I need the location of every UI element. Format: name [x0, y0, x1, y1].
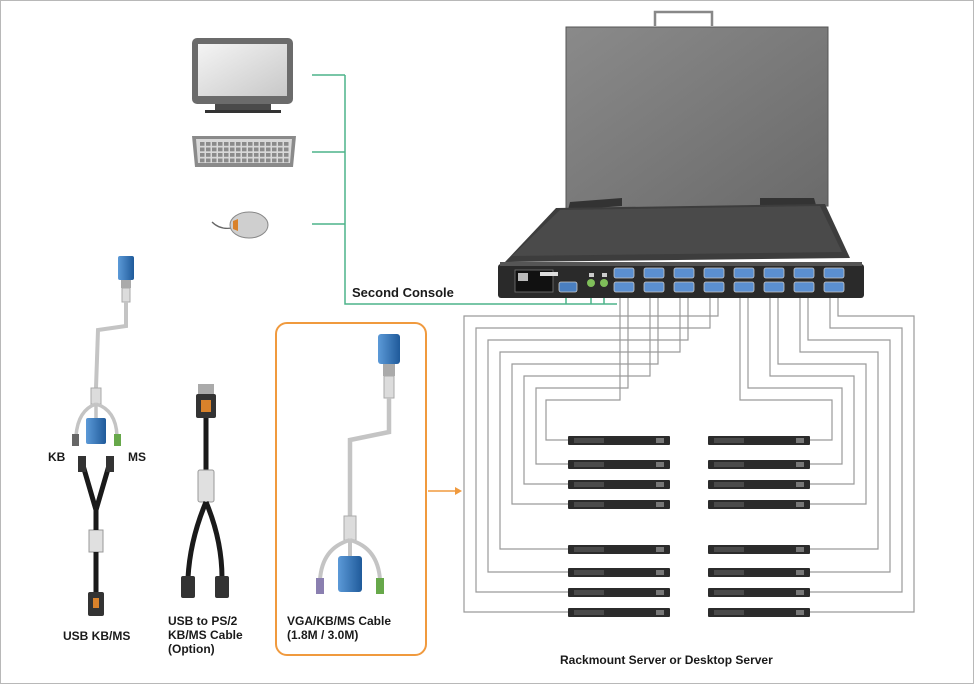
vga-port-icon	[823, 281, 845, 293]
vga-port-icon	[613, 281, 635, 293]
kb-label: KB	[48, 450, 66, 464]
server-icon	[568, 608, 670, 617]
vga-port-icon	[793, 267, 815, 279]
server-cable	[799, 298, 879, 550]
usb-to-ps2-line1: USB to PS/2	[168, 614, 238, 628]
vga-port-icon	[703, 281, 725, 293]
server-icon	[568, 436, 670, 445]
vga-port-icon	[673, 281, 695, 293]
usb-to-ps2-line2: KB/MS Cable	[168, 628, 243, 642]
server-icon	[708, 500, 810, 509]
server-cable	[777, 298, 867, 505]
lcd-kvm-console	[498, 10, 864, 298]
server-icon	[708, 436, 810, 445]
server-cable	[747, 298, 843, 465]
usb-kb-ms-label: USB KB/MS	[63, 629, 131, 643]
server-cable	[523, 298, 651, 485]
second-console-label: Second Console	[352, 285, 454, 300]
mouse-icon	[211, 211, 269, 239]
vga-cable-label: VGA/KB/MS Cable (1.8M / 3.0M)	[287, 614, 427, 642]
vga-port-icon	[733, 281, 755, 293]
vga-port-icon	[733, 267, 755, 279]
server-cable	[739, 298, 833, 441]
server-icon	[568, 460, 670, 469]
server-icon	[568, 500, 670, 509]
server-icon	[708, 568, 810, 577]
server-icon	[708, 608, 810, 617]
server-cable	[810, 298, 915, 613]
vga-port-icon	[643, 281, 665, 293]
server-icon	[708, 588, 810, 597]
usb-to-ps2-label: USB to PS/2 KB/MS Cable (Option)	[168, 614, 278, 656]
server-cable	[769, 298, 855, 485]
usb-to-ps2-cable	[181, 384, 229, 598]
vga-port-icon	[613, 267, 635, 279]
server-cable	[810, 298, 903, 593]
server-cable	[535, 298, 629, 465]
server-cable	[807, 298, 891, 573]
server-icon	[568, 588, 670, 597]
vga-port-icon	[763, 267, 785, 279]
server-icon	[568, 480, 670, 489]
vga-kb-ms-cable	[316, 334, 400, 594]
ms-label: MS	[128, 450, 146, 464]
vga-port-icon	[643, 267, 665, 279]
server-cable	[511, 298, 659, 505]
vga-cable-line2: (1.8M / 3.0M)	[287, 628, 359, 642]
vga-cable-highlight-box	[275, 322, 427, 656]
server-icon	[708, 460, 810, 469]
server-cable	[499, 298, 681, 550]
monitor-icon	[192, 38, 293, 113]
servers-label: Rackmount Server or Desktop Server	[560, 653, 773, 667]
server-cable	[545, 298, 621, 441]
server-cable	[463, 298, 719, 613]
server-icon	[708, 480, 810, 489]
server-cables	[463, 298, 915, 613]
vga-port-icon	[673, 267, 695, 279]
server-cable	[487, 298, 689, 573]
usb-to-ps2-line3: (Option)	[168, 642, 215, 656]
keyboard-icon	[192, 136, 296, 167]
arrow-icon	[428, 487, 462, 495]
server-cable	[475, 298, 711, 593]
server-icon	[568, 568, 670, 577]
server-stack	[568, 436, 810, 617]
server-icon	[568, 545, 670, 554]
vga-port-icon	[793, 281, 815, 293]
vga-port-icon	[703, 267, 725, 279]
vga-port-icon	[763, 281, 785, 293]
vga-port-icon	[823, 267, 845, 279]
server-icon	[708, 545, 810, 554]
vga-cable-line1: VGA/KB/MS Cable	[287, 614, 392, 628]
usb-kb-ms-cable	[72, 256, 134, 616]
